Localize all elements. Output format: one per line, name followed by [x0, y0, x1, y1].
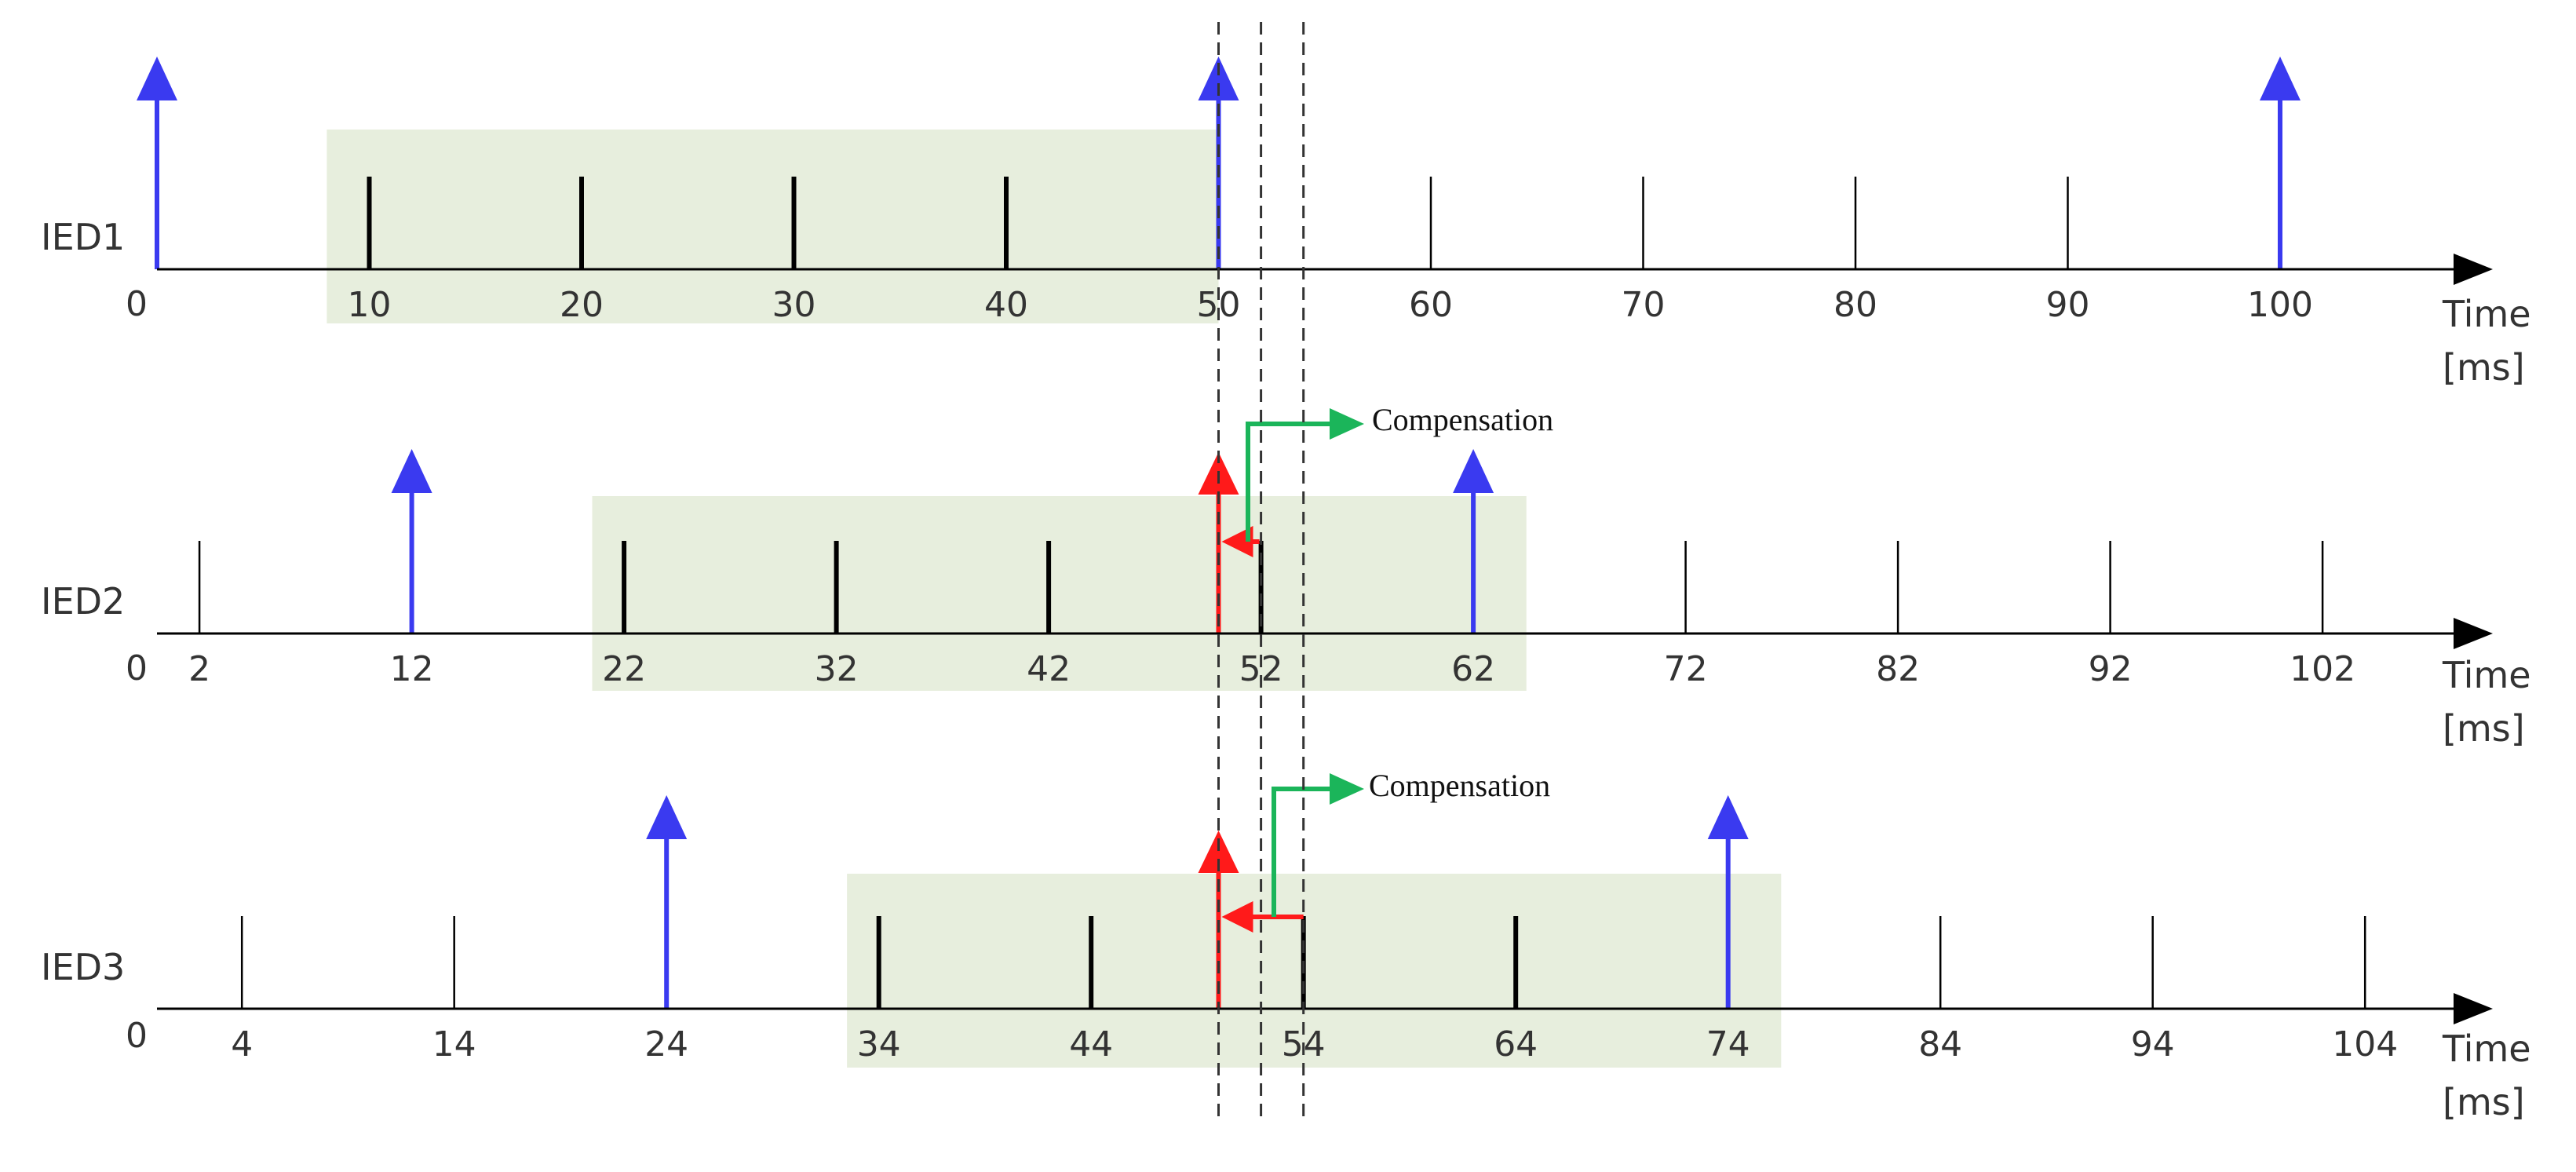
sync-arrow-head — [391, 449, 432, 493]
offset-arrow-head — [1221, 901, 1253, 933]
tick-label: 10 — [348, 285, 392, 325]
tick-label: 40 — [984, 285, 1028, 325]
sync-arrows — [646, 795, 1749, 1009]
sync-arrow-head — [1453, 449, 1494, 493]
tick-label: 94 — [2131, 1024, 2175, 1064]
tick-label: 30 — [772, 285, 816, 325]
tick-label: 24 — [644, 1024, 688, 1064]
window-shade — [327, 130, 1219, 323]
tick-label: 12 — [390, 649, 434, 689]
tick-label: 104 — [2332, 1024, 2398, 1064]
sync-arrow-head — [2260, 57, 2301, 100]
sync-arrow-head — [646, 795, 688, 839]
tick-label: 90 — [2046, 285, 2090, 325]
origin-label: 0 — [126, 284, 148, 324]
sync-arrow-head — [1198, 57, 1239, 100]
tick-label: 2 — [188, 649, 210, 689]
time-label: Time — [2442, 293, 2531, 335]
time-axis — [157, 254, 2493, 285]
tick-label: 74 — [1706, 1024, 1750, 1064]
tick-label: 44 — [1069, 1024, 1113, 1064]
axis-arrowhead — [2454, 993, 2493, 1024]
offset-arrow-head — [1221, 526, 1253, 557]
tick-label: 64 — [1494, 1024, 1538, 1064]
sync-arrows — [391, 449, 1494, 633]
origin-label: 0 — [126, 1016, 148, 1056]
compensation-label: Compensation — [1369, 768, 1550, 803]
row-label: IED2 — [41, 580, 125, 623]
reference-guide-lines — [1217, 22, 1305, 1124]
tick-label: 20 — [560, 285, 604, 325]
tick-label: 100 — [2247, 285, 2313, 325]
unit-label: [ms] — [2443, 346, 2525, 389]
time-axis — [157, 993, 2493, 1024]
aggregation-window — [327, 130, 1219, 323]
tick-label: 70 — [1622, 285, 1666, 325]
axis-arrowhead — [2454, 254, 2493, 285]
tick-label: 34 — [857, 1024, 901, 1064]
aggregation-window — [847, 874, 1782, 1068]
tick-label: 14 — [432, 1024, 476, 1064]
tick-label: 22 — [602, 649, 646, 689]
origin-label: 0 — [126, 648, 148, 688]
tick-label: 42 — [1027, 649, 1071, 689]
axis-arrowhead — [2454, 618, 2493, 649]
compensation-label: Compensation — [1372, 402, 1553, 437]
row-label: IED1 — [41, 216, 125, 258]
sample-ticks — [367, 177, 2069, 269]
event-arrow-head — [1198, 831, 1239, 873]
row-label: IED3 — [41, 946, 125, 988]
window-shade — [592, 496, 1527, 691]
sync-arrow-head — [1707, 795, 1749, 839]
sync-arrow-head — [137, 57, 177, 100]
compensation-arrow-line — [1272, 787, 1334, 917]
tick-label: 82 — [1876, 649, 1920, 689]
compensation-arrow-head — [1330, 773, 1364, 805]
tick-label: 60 — [1409, 285, 1453, 325]
unit-label: [ms] — [2443, 1081, 2525, 1123]
unit-label: [ms] — [2443, 707, 2525, 750]
tick-label: 102 — [2290, 649, 2355, 689]
tick-label: 84 — [1918, 1024, 1962, 1064]
window-shade — [847, 874, 1782, 1068]
tick-label: 32 — [815, 649, 859, 689]
tick-label: 92 — [2089, 649, 2133, 689]
time-label: Time — [2442, 654, 2531, 696]
tick-label: 80 — [1833, 285, 1877, 325]
compensation-arrow-line — [1246, 422, 1334, 542]
time-label: Time — [2442, 1028, 2531, 1070]
aggregation-window — [592, 496, 1527, 691]
compensation-arrow-head — [1330, 408, 1364, 440]
tick-label: 62 — [1451, 649, 1495, 689]
tick-label: 72 — [1664, 649, 1708, 689]
time-axis — [157, 618, 2493, 649]
tick-label: 4 — [231, 1024, 253, 1064]
